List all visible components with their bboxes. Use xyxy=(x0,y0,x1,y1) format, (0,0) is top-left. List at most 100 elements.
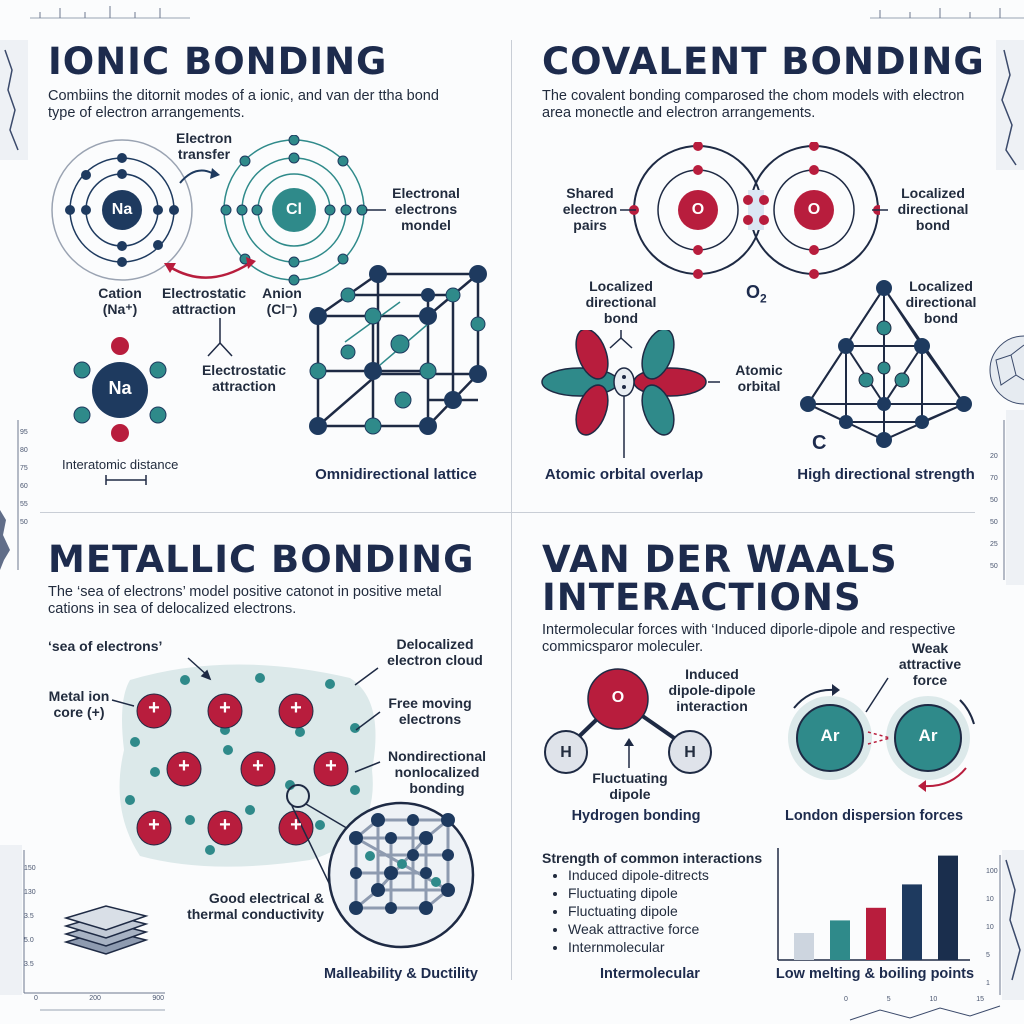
tick-label: 10 xyxy=(929,996,938,1003)
vdw-subtitle: Intermolecular forces with ‘Induced dipo… xyxy=(542,622,956,655)
intermolecular-caption: Intermolecular xyxy=(600,966,700,982)
high-directional-strength-caption: High directional strength xyxy=(797,466,975,483)
h-left-label: H xyxy=(560,744,572,761)
ar-left-label: Ar xyxy=(820,726,840,745)
tick-label: 50 xyxy=(990,497,998,504)
anion-label: Anion (Cl⁻) xyxy=(262,285,302,317)
tick-label: 0 xyxy=(34,995,38,1002)
interatomic-distance-label: Interatomic distance xyxy=(62,457,179,472)
tick-label: 75 xyxy=(20,465,28,472)
covalent-subtitle: The covalent bonding comparosed the chom… xyxy=(542,88,965,121)
plus-4: + xyxy=(178,755,190,777)
metal-lattice-zoom xyxy=(327,801,475,949)
metallic-subtitle: The ‘sea of electrons’ model positive ca… xyxy=(48,584,442,617)
tick-label: 0 xyxy=(844,996,848,1003)
atomic-orbital-overlap-caption: Atomic orbital overlap xyxy=(544,466,704,483)
chart-bar xyxy=(830,920,850,960)
o-right-label: O xyxy=(807,201,821,218)
na-atom-label: Na xyxy=(111,201,133,218)
plus-1: + xyxy=(148,697,160,719)
decor-right-graph-top xyxy=(996,40,1024,170)
plus-2: + xyxy=(219,697,231,719)
interatomic-distance-bar xyxy=(105,475,147,485)
sea-of-electrons-label: ‘sea of electrons’ xyxy=(48,638,163,654)
tick-label: 3.5 xyxy=(24,961,34,968)
tick-label: 10 xyxy=(986,924,994,931)
shared-electron-pairs-label: Shared electron pairs xyxy=(562,185,618,233)
ionic-subtitle: Combiins the ditornit modes of a ionic, … xyxy=(48,88,439,121)
na-ion-label: Na xyxy=(108,378,132,398)
ionic-atoms-diagram xyxy=(51,135,368,286)
right-orbital xyxy=(633,330,707,436)
tick-label: 130 xyxy=(24,889,36,896)
tick-label: 3.5 xyxy=(24,913,34,920)
chart-caption: Low melting & boiling points xyxy=(775,966,975,982)
h-right-label: H xyxy=(684,744,696,761)
strength-item: Fluctuating dipole xyxy=(568,884,709,902)
tick-label: 20 xyxy=(990,453,998,460)
hydrogen-bonding-caption: Hydrogen bonding xyxy=(571,808,701,824)
quadrant-divider-vertical xyxy=(511,40,512,980)
decor-left-axis: 95 80 75 60 55 50 xyxy=(0,410,40,580)
tick-label: 50 xyxy=(20,519,28,526)
tick-label: 10 xyxy=(986,896,994,903)
chart-bar xyxy=(938,855,958,960)
decor-right-circle xyxy=(989,335,1024,405)
tick-label: 5 xyxy=(886,996,891,1003)
tick-label: 150 xyxy=(24,865,36,872)
strength-item: Induced dipole-ditrects xyxy=(568,866,709,884)
carbon-label: C xyxy=(812,432,827,454)
vdw-title-line2: INTERACTIONS xyxy=(542,576,862,619)
strength-heading: Strength of common interactions xyxy=(542,850,763,866)
na-atom xyxy=(51,139,193,281)
orbital-overlap-diagram xyxy=(541,330,720,458)
plus-8: + xyxy=(219,814,231,836)
water-molecule-diagram xyxy=(544,668,712,774)
plus-5: + xyxy=(252,755,264,777)
metal-ion-core-label: Metal ion core (+) xyxy=(48,688,110,720)
o2-molecule-diagram xyxy=(629,142,880,279)
tick-label: 95 xyxy=(20,429,28,436)
fluctuating-dipole-label: Fluctuating dipole xyxy=(592,770,668,802)
nondirectional-label: Nondirectional nonlocalized bonding xyxy=(387,748,486,796)
tick-label: 15 xyxy=(976,996,984,1003)
tick-label: 80 xyxy=(20,447,28,454)
chart-bar xyxy=(866,907,886,960)
london-dispersion-caption: London dispersion forces xyxy=(784,808,964,824)
o2-formula-o: O xyxy=(746,282,761,302)
tick-label: 200 xyxy=(89,995,101,1002)
vdw-title-line1: VAN DER WAALS xyxy=(542,538,898,581)
weak-force-label: Weak attractive force xyxy=(898,640,962,688)
electronal-model-label: Electronal electrons mondel xyxy=(392,185,460,233)
tick-label: 55 xyxy=(20,501,28,508)
decor-top-left-ruler xyxy=(30,6,190,19)
induced-dipole-label: Induced dipole-dipole interaction xyxy=(668,666,756,714)
tick-label: 100 xyxy=(986,868,998,875)
delocalized-cloud-label: Delocalized electron cloud xyxy=(387,636,483,668)
chart-bar xyxy=(794,933,814,960)
tick-label: 5.0 xyxy=(24,937,34,944)
ar-right-label: Ar xyxy=(918,726,938,745)
o-left-label: O xyxy=(691,201,705,218)
chart-bar xyxy=(902,884,922,960)
strength-item: Weak attractive force xyxy=(568,920,709,938)
o2-formula-sub: 2 xyxy=(760,291,767,306)
omnidirectional-lattice-caption: Omnidirectional lattice xyxy=(315,466,477,483)
tick-label: 60 xyxy=(20,483,28,490)
strength-item: Fluctuating dipole xyxy=(568,902,709,920)
localized-bond-label-1: Localized directional bond xyxy=(897,185,969,233)
covalent-title: COVALENT BONDING xyxy=(542,40,985,83)
cl-atom xyxy=(220,135,368,286)
decor-left-graph-top xyxy=(0,40,28,160)
tick-label: 25 xyxy=(990,541,998,548)
tick-label: 50 xyxy=(990,519,998,526)
free-moving-label: Free moving electrons xyxy=(388,695,472,727)
electrostatic-attraction-label-1: Electrostatic attraction xyxy=(161,285,247,317)
malleability-caption: Malleability & Ductility xyxy=(324,966,478,982)
strength-list: Induced dipole-ditrects Fluctuating dipo… xyxy=(540,866,709,956)
plus-9: + xyxy=(290,814,302,836)
ionic-title: IONIC BONDING xyxy=(48,40,388,83)
